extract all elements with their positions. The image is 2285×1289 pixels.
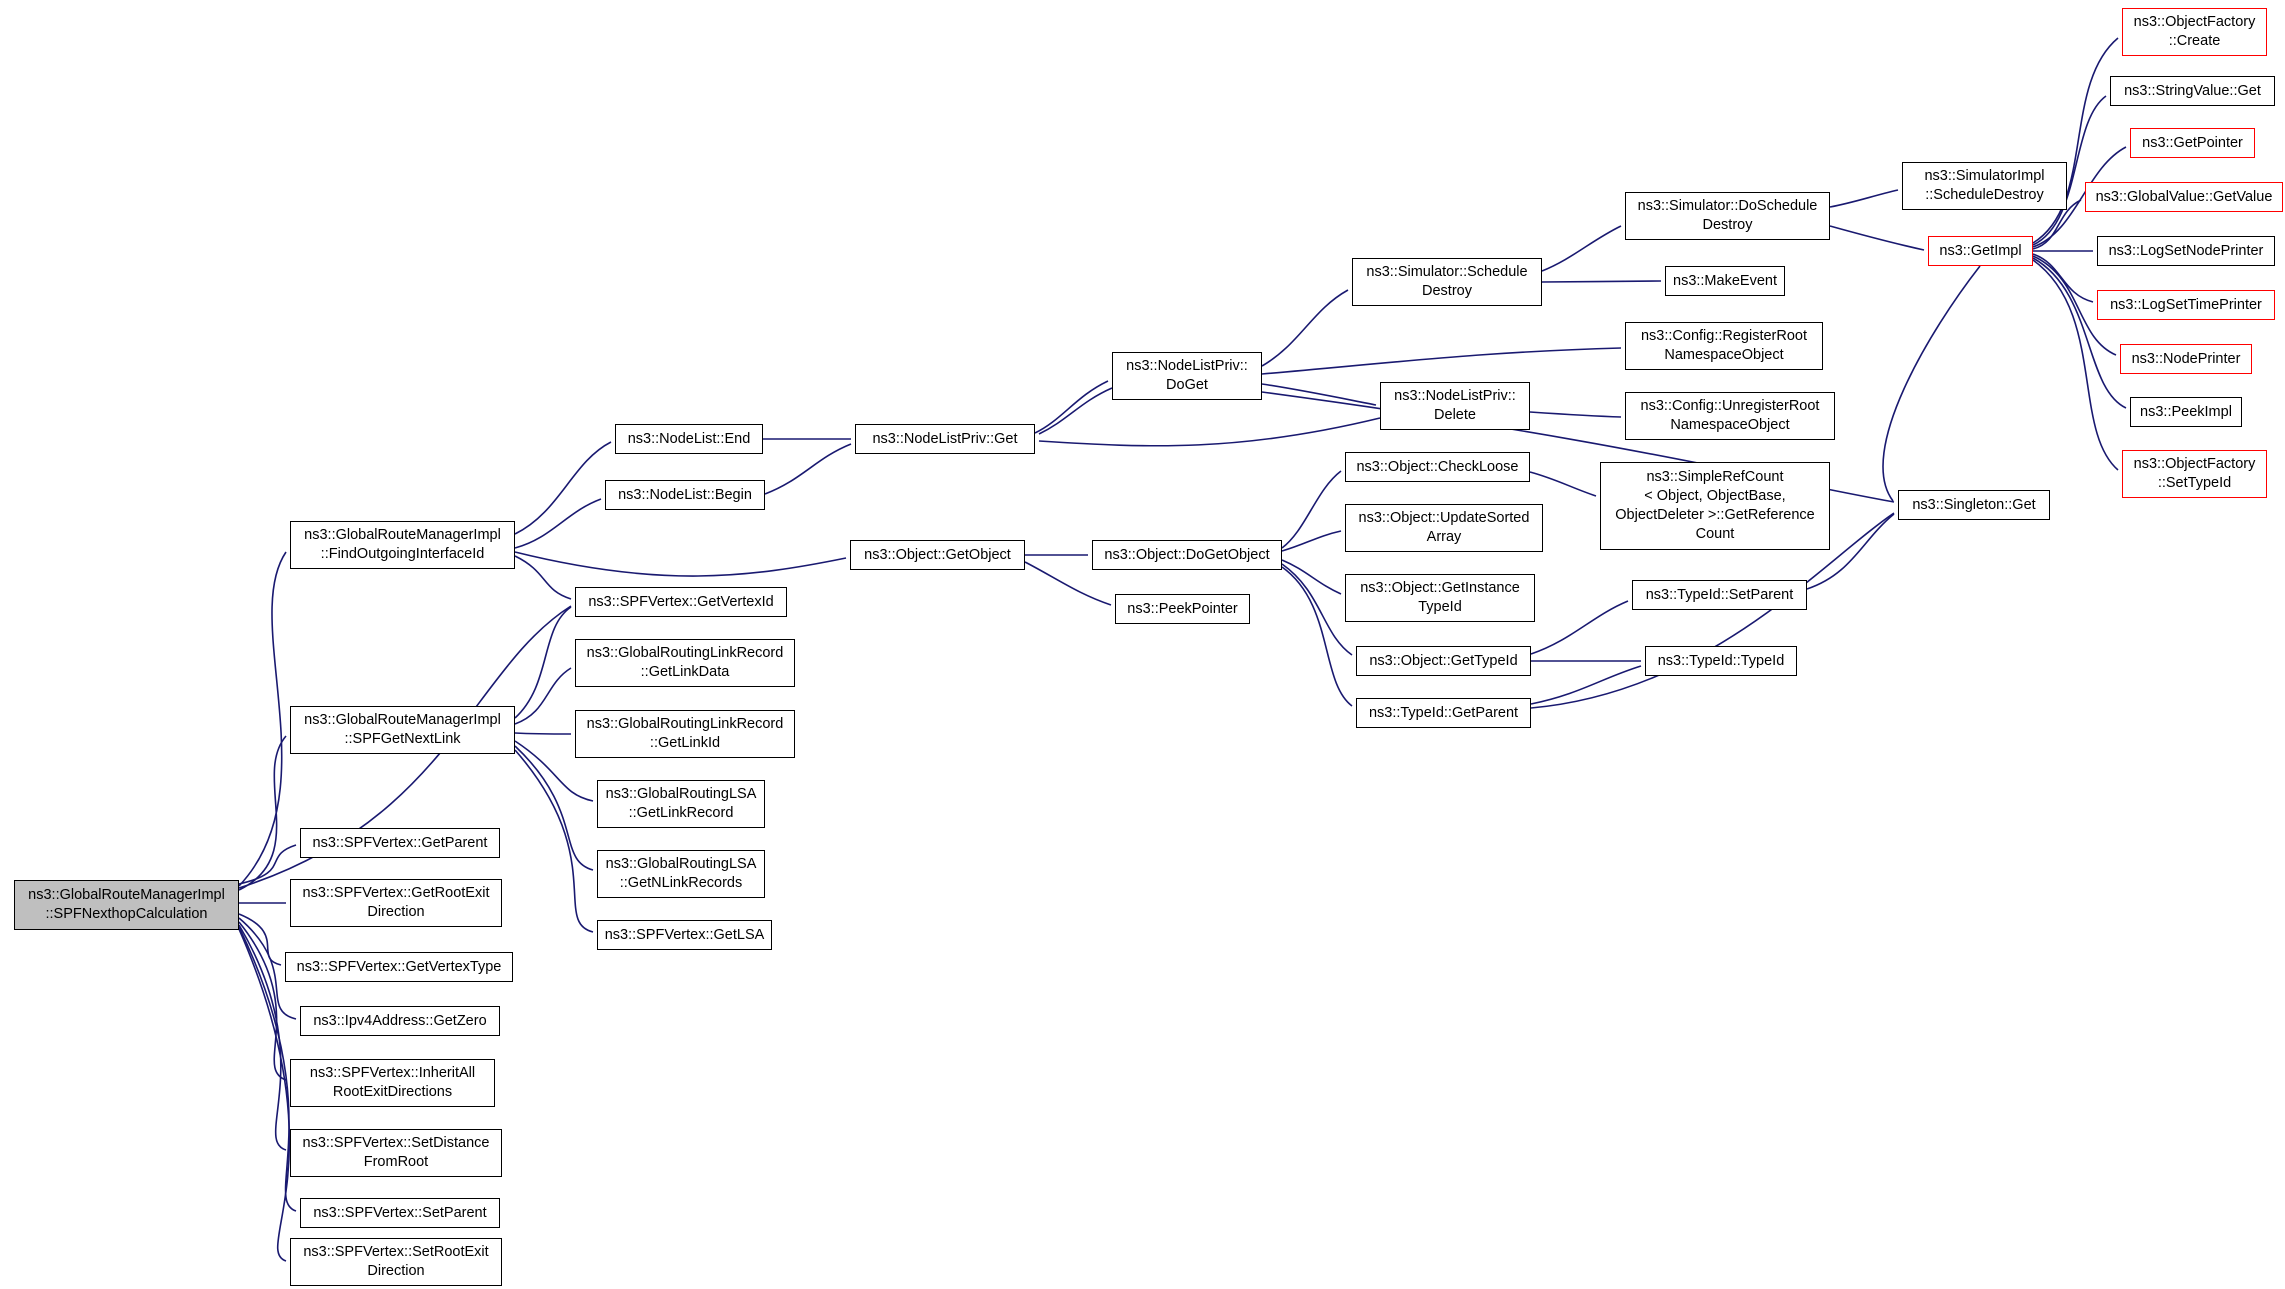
edge-find_outgoing_interface_id-to-object_get_object bbox=[514, 551, 847, 577]
edge-nodelistpriv_doget-to-nodelistpriv_get bbox=[1038, 387, 1113, 435]
node-ipv4-get-zero[interactable]: ns3::Ipv4Address::GetZero bbox=[300, 1006, 500, 1036]
node-node-printer[interactable]: ns3::NodePrinter bbox=[2120, 344, 2252, 374]
node-simple-ref-count-get-reference-count[interactable]: ns3::SimpleRefCount < Object, ObjectBase… bbox=[1600, 462, 1830, 550]
node-peek-pointer[interactable]: ns3::PeekPointer bbox=[1115, 594, 1250, 624]
node-nodelistpriv-get[interactable]: ns3::NodeListPriv::Get bbox=[855, 424, 1035, 454]
edge-get_impl-to-get_pointer bbox=[2032, 146, 2127, 248]
node-set-distance-from-root[interactable]: ns3::SPFVertex::SetDistance FromRoot bbox=[290, 1129, 502, 1177]
node-typeid-set-parent[interactable]: ns3::TypeId::SetParent bbox=[1632, 580, 1807, 610]
node-spf-nexthop-calculation[interactable]: ns3::GlobalRouteManagerImpl ::SPFNexthop… bbox=[14, 880, 239, 930]
node-get-instance-type-id[interactable]: ns3::Object::GetInstance TypeId bbox=[1345, 574, 1535, 622]
edge-simulator_schedule_destroy-to-make_event bbox=[1541, 280, 1662, 283]
edge-get_impl-to-peek_impl bbox=[2032, 257, 2127, 409]
node-get-pointer[interactable]: ns3::GetPointer bbox=[2130, 128, 2255, 158]
edge-get_impl-to-objectfactory_set_type_id bbox=[2032, 259, 2119, 471]
node-get-vertex-id[interactable]: ns3::SPFVertex::GetVertexId bbox=[575, 587, 787, 617]
node-get-n-link-records[interactable]: ns3::GlobalRoutingLSA ::GetNLinkRecords bbox=[597, 850, 765, 898]
node-simulator-schedule-destroy[interactable]: ns3::Simulator::Schedule Destroy bbox=[1352, 258, 1542, 306]
node-nodelist-begin[interactable]: ns3::NodeList::Begin bbox=[605, 480, 765, 510]
node-check-loose[interactable]: ns3::Object::CheckLoose bbox=[1345, 452, 1530, 482]
edge-nodelistpriv_delete-to-config_unregister_root bbox=[1529, 411, 1622, 418]
edge-simulator_do_schedule_destroy-to-get_impl bbox=[1829, 225, 1925, 251]
edge-object_get_type_id-to-typeid_set_parent bbox=[1530, 600, 1629, 655]
node-make-event[interactable]: ns3::MakeEvent bbox=[1665, 266, 1785, 296]
node-typeid-constructor[interactable]: ns3::TypeId::TypeId bbox=[1645, 646, 1797, 676]
edge-get_impl-to-node_printer bbox=[2032, 255, 2117, 356]
edge-object_do_get_object-to-object_get_type_id bbox=[1281, 563, 1353, 656]
edge-nodelistpriv_doget-to-nodelistpriv_delete bbox=[1261, 383, 1377, 406]
edge-spf_nexthop_calculation-to-spf_get_parent bbox=[238, 844, 297, 885]
node-object-do-get-object[interactable]: ns3::Object::DoGetObject bbox=[1092, 540, 1282, 570]
node-get-root-exit-direction[interactable]: ns3::SPFVertex::GetRootExit Direction bbox=[290, 879, 502, 927]
edge-find_outgoing_interface_id-to-nodelist_end bbox=[514, 441, 612, 535]
node-update-sorted-array[interactable]: ns3::Object::UpdateSorted Array bbox=[1345, 504, 1543, 552]
edge-object_do_get_object-to-check_loose bbox=[1281, 470, 1342, 549]
node-peek-impl[interactable]: ns3::PeekImpl bbox=[2130, 397, 2242, 427]
node-log-set-time-printer[interactable]: ns3::LogSetTimePrinter bbox=[2097, 290, 2275, 320]
node-nodelistpriv-doget[interactable]: ns3::NodeListPriv:: DoGet bbox=[1112, 352, 1262, 400]
edge-typeid_set_parent-to-singleton_get bbox=[1806, 513, 1895, 590]
node-object-get-type-id[interactable]: ns3::Object::GetTypeId bbox=[1356, 646, 1531, 676]
edge-nodelistpriv_doget-to-config_register_root bbox=[1261, 347, 1622, 375]
node-object-get-object[interactable]: ns3::Object::GetObject bbox=[850, 540, 1025, 570]
node-object-factory-set-type-id[interactable]: ns3::ObjectFactory ::SetTypeId bbox=[2122, 450, 2267, 498]
node-find-outgoing-interface-id[interactable]: ns3::GlobalRouteManagerImpl ::FindOutgoi… bbox=[290, 521, 515, 569]
node-config-register-root-namespace-object[interactable]: ns3::Config::RegisterRoot NamespaceObjec… bbox=[1625, 322, 1823, 370]
edge-spf_get_next_link-to-get_n_link_records bbox=[514, 745, 594, 871]
edge-simulator_do_schedule_destroy-to-simulatorimpl_schedule_destroy bbox=[1829, 189, 1899, 208]
node-spf-get-next-link[interactable]: ns3::GlobalRouteManagerImpl ::SPFGetNext… bbox=[290, 706, 515, 754]
node-spfvertex-get-parent[interactable]: ns3::SPFVertex::GetParent bbox=[300, 828, 500, 858]
edge-find_outgoing_interface_id-to-nodelist_begin bbox=[514, 498, 602, 549]
node-singleton-get[interactable]: ns3::Singleton::Get bbox=[1898, 490, 2050, 520]
edge-object_get_object-to-peek_pointer bbox=[1024, 561, 1112, 606]
node-get-impl[interactable]: ns3::GetImpl bbox=[1928, 236, 2033, 266]
edge-object_do_get_object-to-update_sorted_array bbox=[1281, 530, 1342, 552]
node-get-link-id[interactable]: ns3::GlobalRoutingLinkRecord ::GetLinkId bbox=[575, 710, 795, 758]
edge-spf_get_next_link-to-get_vertex_id bbox=[514, 606, 572, 719]
node-nodelist-end[interactable]: ns3::NodeList::End bbox=[615, 424, 763, 454]
node-get-link-data[interactable]: ns3::GlobalRoutingLinkRecord ::GetLinkDa… bbox=[575, 639, 795, 687]
edge-check_loose-to-get_reference_count bbox=[1529, 471, 1597, 497]
node-string-value-get[interactable]: ns3::StringValue::Get bbox=[2110, 76, 2275, 106]
edge-spf_get_next_link-to-get_link_record bbox=[514, 740, 594, 802]
node-get-vertex-type[interactable]: ns3::SPFVertex::GetVertexType bbox=[285, 952, 513, 982]
edge-spf_nexthop_calculation-to-find_outgoing_interface_id bbox=[238, 551, 287, 887]
edge-get_impl-to-singleton_get bbox=[1882, 265, 1981, 502]
edge-get_impl-to-stringvalue_get bbox=[2032, 95, 2107, 246]
edge-get_impl-to-globalvalue_get_value bbox=[2032, 199, 2082, 250]
node-spfvertex-set-parent[interactable]: ns3::SPFVertex::SetParent bbox=[300, 1198, 500, 1228]
edge-object_do_get_object-to-typeid_get_parent bbox=[1281, 566, 1353, 707]
edge-object_do_get_object-to-get_instance_type_id bbox=[1281, 559, 1342, 595]
node-simulatorimpl-schedule-destroy[interactable]: ns3::SimulatorImpl ::ScheduleDestroy bbox=[1902, 162, 2067, 210]
edge-typeid_get_parent-to-singleton_get bbox=[1530, 512, 1895, 709]
edge-spf_nexthop_calculation-to-set_distance_from_root bbox=[238, 924, 287, 1151]
edge-spf_nexthop_calculation-to-set_root_exit_direction bbox=[238, 928, 291, 1262]
node-config-unregister-root-namespace-object[interactable]: ns3::Config::UnregisterRoot NamespaceObj… bbox=[1625, 392, 1835, 440]
edge-nodelistpriv_delete-to-nodelistpriv_get bbox=[1038, 417, 1381, 447]
edge-simulator_schedule_destroy-to-simulator_do_schedule_destroy bbox=[1541, 225, 1622, 272]
edge-spf_nexthop_calculation-to-get_zero bbox=[238, 917, 297, 1020]
edge-typeid_get_parent-to-typeid_typeid bbox=[1530, 665, 1642, 705]
node-get-link-record[interactable]: ns3::GlobalRoutingLSA ::GetLinkRecord bbox=[597, 780, 765, 828]
node-nodelistpriv-delete[interactable]: ns3::NodeListPriv:: Delete bbox=[1380, 382, 1530, 430]
node-typeid-get-parent[interactable]: ns3::TypeId::GetParent bbox=[1356, 698, 1531, 728]
edge-spf_get_next_link-to-get_link_id bbox=[514, 732, 572, 735]
edge-nodelist_begin-to-nodelistpriv_get bbox=[764, 443, 852, 495]
edge-spf_get_next_link-to-get_lsa bbox=[514, 749, 594, 933]
node-get-lsa[interactable]: ns3::SPFVertex::GetLSA bbox=[597, 920, 772, 950]
edge-nodelistpriv_get-to-nodelistpriv_doget bbox=[1034, 380, 1109, 434]
node-inherit-all-root-exit-directions[interactable]: ns3::SPFVertex::InheritAll RootExitDirec… bbox=[290, 1059, 495, 1107]
edge-find_outgoing_interface_id-to-get_vertex_id bbox=[514, 555, 572, 600]
node-set-root-exit-direction[interactable]: ns3::SPFVertex::SetRootExit Direction bbox=[290, 1238, 502, 1286]
node-global-value-get-value[interactable]: ns3::GlobalValue::GetValue bbox=[2085, 182, 2283, 212]
edge-nodelistpriv_doget-to-simulator_schedule_destroy bbox=[1261, 289, 1349, 367]
node-simulator-do-schedule-destroy[interactable]: ns3::Simulator::DoSchedule Destroy bbox=[1625, 192, 1830, 240]
edge-get_impl-to-objectfactory_create bbox=[2032, 37, 2119, 244]
edge-spf_nexthop_calculation-to-get_vertex_type bbox=[238, 913, 282, 966]
node-object-factory-create[interactable]: ns3::ObjectFactory ::Create bbox=[2122, 8, 2267, 56]
edge-spf_nexthop_calculation-to-spf_get_next_link bbox=[238, 735, 287, 891]
edge-spf_get_next_link-to-get_link_data bbox=[514, 667, 572, 725]
node-log-set-node-printer[interactable]: ns3::LogSetNodePrinter bbox=[2097, 236, 2275, 266]
